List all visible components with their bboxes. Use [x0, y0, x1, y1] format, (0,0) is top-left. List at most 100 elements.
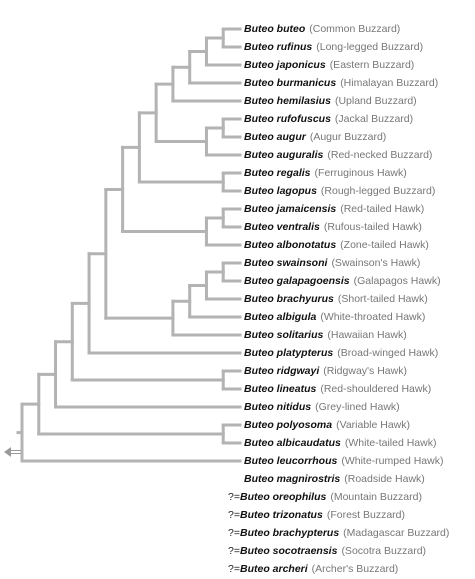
- species-label[interactable]: Buteo jamaicensis(Red-tailed Hawk): [244, 200, 424, 218]
- common-name: (Himalayan Buzzard): [340, 77, 439, 89]
- scientific-name: Buteo brachypterus: [239, 527, 340, 539]
- common-name: (Rufous-tailed Hawk): [323, 221, 422, 233]
- scientific-name: Buteo solitarius: [244, 329, 324, 341]
- species-label[interactable]: Buteo augur(Augur Buzzard): [244, 128, 386, 146]
- common-name: (Hawaiian Hawk): [327, 329, 407, 341]
- uncertain-prefix: ?=: [228, 527, 240, 539]
- scientific-name: Buteo auguralis: [244, 149, 324, 161]
- species-label[interactable]: Buteo ventralis(Rufous-tailed Hawk): [244, 218, 422, 236]
- species-label[interactable]: Buteo regalis(Ferruginous Hawk): [244, 164, 407, 182]
- common-name: (Short-tailed Hawk): [337, 293, 428, 305]
- scientific-name: Buteo leucorrhous: [244, 455, 338, 467]
- scientific-name: Buteo augur: [244, 131, 306, 143]
- species-label[interactable]: Buteo albicaudatus(White-tailed Hawk): [244, 434, 436, 452]
- scientific-name: Buteo socotraensis: [239, 545, 338, 557]
- species-label[interactable]: Buteo japonicus(Eastern Buzzard): [244, 56, 414, 74]
- common-name: (Broad-winged Hawk): [337, 347, 439, 359]
- species-label[interactable]: Buteo nitidus(Grey-lined Hawk): [244, 398, 400, 416]
- scientific-name: Buteo lagopus: [244, 185, 317, 197]
- scientific-name: Buteo rufofuscus: [244, 113, 331, 125]
- species-label[interactable]: Buteo ridgwayi(Ridgway's Hawk): [244, 362, 407, 380]
- common-name: (Augur Buzzard): [309, 131, 387, 143]
- common-name: (Jackal Buzzard): [334, 113, 414, 125]
- scientific-name: Buteo galapagoensis: [244, 275, 350, 287]
- species-label[interactable]: Buteo magnirostris(Roadside Hawk): [244, 470, 425, 488]
- species-label[interactable]: Buteo buteo(Common Buzzard): [244, 20, 400, 38]
- common-name: (Madagascar Buzzard): [343, 527, 450, 539]
- common-name: (Forest Buzzard): [326, 509, 406, 521]
- common-name: (Archer's Buzzard): [311, 563, 399, 575]
- scientific-name: Buteo oreophilus: [239, 491, 327, 503]
- common-name: (White-tailed Hawk): [344, 437, 437, 449]
- common-name: (Rough-legged Buzzard): [320, 185, 436, 197]
- species-label[interactable]: Buteo platypterus(Broad-winged Hawk): [244, 344, 438, 362]
- unplaced-species-label[interactable]: ?=Buteo trizonatus(Forest Buzzard): [228, 506, 405, 524]
- common-name: (Red-tailed Hawk): [340, 203, 425, 215]
- species-label[interactable]: Buteo rufofuscus(Jackal Buzzard): [244, 110, 413, 128]
- species-label[interactable]: Buteo auguralis(Red-necked Buzzard): [244, 146, 432, 164]
- common-name: (Long-legged Buzzard): [316, 41, 424, 53]
- common-name: (Mountain Buzzard): [330, 491, 422, 503]
- species-label[interactable]: Buteo leucorrhous(White-rumped Hawk): [244, 452, 443, 470]
- common-name: (Ridgway's Hawk): [323, 365, 407, 377]
- scientific-name: Buteo platypterus: [244, 347, 334, 359]
- scientific-name: Buteo ventralis: [244, 221, 320, 233]
- scientific-name: Buteo magnirostris: [244, 473, 341, 485]
- common-name: (White-throated Hawk): [320, 311, 426, 323]
- unplaced-species-label[interactable]: ?=Buteo socotraensis(Socotra Buzzard): [228, 542, 426, 560]
- uncertain-prefix: ?=: [228, 563, 240, 575]
- uncertain-prefix: ?=: [228, 509, 240, 521]
- common-name: (Grey-lined Hawk): [315, 401, 400, 413]
- common-name: (Swainson's Hawk): [331, 257, 421, 269]
- species-label[interactable]: Buteo polyosoma(Variable Hawk): [244, 416, 410, 434]
- scientific-name: Buteo regalis: [244, 167, 311, 179]
- scientific-name: Buteo buteo: [244, 23, 306, 35]
- scientific-name: Buteo albonotatus: [244, 239, 337, 251]
- scientific-name: Buteo lineatus: [244, 383, 317, 395]
- scientific-name: Buteo polyosoma: [244, 419, 333, 431]
- common-name: (Variable Hawk): [336, 419, 411, 431]
- common-name: (Zone-tailed Hawk): [340, 239, 429, 251]
- scientific-name: Buteo nitidus: [244, 401, 312, 413]
- common-name: (Eastern Buzzard): [329, 59, 415, 71]
- left-arrow-icon[interactable]: [4, 446, 22, 458]
- common-name: (Galapagos Hawk): [353, 275, 441, 287]
- scientific-name: Buteo archeri: [239, 563, 308, 575]
- species-label[interactable]: Buteo brachyurus(Short-tailed Hawk): [244, 290, 428, 308]
- species-label[interactable]: Buteo solitarius(Hawaiian Hawk): [244, 326, 407, 344]
- uncertain-prefix: ?=: [228, 545, 240, 557]
- species-label[interactable]: Buteo lagopus(Rough-legged Buzzard): [244, 182, 435, 200]
- common-name: (Upland Buzzard): [334, 95, 417, 107]
- uncertain-prefix: ?=: [228, 491, 240, 503]
- scientific-name: Buteo burmanicus: [244, 77, 337, 89]
- scientific-name: Buteo jamaicensis: [244, 203, 337, 215]
- species-label[interactable]: Buteo albigula(White-throated Hawk): [244, 308, 425, 326]
- common-name: (Common Buzzard): [309, 23, 401, 35]
- scientific-name: Buteo albigula: [244, 311, 317, 323]
- species-label[interactable]: Buteo rufinus(Long-legged Buzzard): [244, 38, 423, 56]
- scientific-name: Buteo rufinus: [244, 41, 313, 53]
- common-name: (Ferruginous Hawk): [314, 167, 407, 179]
- unplaced-species-label[interactable]: ?=Buteo brachypterus(Madagascar Buzzard): [228, 524, 449, 542]
- species-label[interactable]: Buteo galapagoensis(Galapagos Hawk): [244, 272, 441, 290]
- scientific-name: Buteo ridgwayi: [244, 365, 320, 377]
- scientific-name: Buteo hemilasius: [244, 95, 331, 107]
- species-label[interactable]: Buteo burmanicus(Himalayan Buzzard): [244, 74, 438, 92]
- scientific-name: Buteo albicaudatus: [244, 437, 341, 449]
- common-name: (Red-shouldered Hawk): [320, 383, 432, 395]
- scientific-name: Buteo japonicus: [244, 59, 326, 71]
- scientific-name: Buteo brachyurus: [244, 293, 334, 305]
- species-label[interactable]: Buteo swainsoni(Swainson's Hawk): [244, 254, 420, 272]
- scientific-name: Buteo trizonatus: [239, 509, 323, 521]
- species-label[interactable]: Buteo albonotatus(Zone-tailed Hawk): [244, 236, 429, 254]
- common-name: (White-rumped Hawk): [341, 455, 444, 467]
- scientific-name: Buteo swainsoni: [244, 257, 328, 269]
- common-name: (Socotra Buzzard): [341, 545, 427, 557]
- unplaced-species-label[interactable]: ?=Buteo oreophilus(Mountain Buzzard): [228, 488, 422, 506]
- species-label[interactable]: Buteo lineatus(Red-shouldered Hawk): [244, 380, 431, 398]
- common-name: (Red-necked Buzzard): [327, 149, 433, 161]
- common-name: (Roadside Hawk): [344, 473, 425, 485]
- unplaced-species-label[interactable]: ?=Buteo archeri(Archer's Buzzard): [228, 560, 398, 578]
- species-label[interactable]: Buteo hemilasius(Upland Buzzard): [244, 92, 417, 110]
